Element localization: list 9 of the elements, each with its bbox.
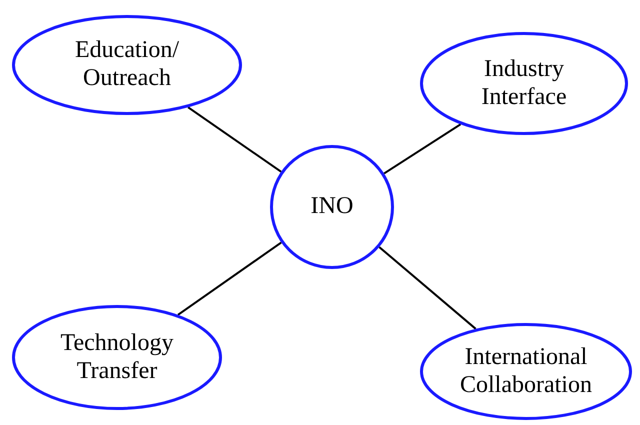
node-label: International Collaboration — [459, 344, 593, 400]
connector-line — [384, 123, 462, 174]
node-label: Education/ Outreach — [74, 37, 180, 93]
connector-line — [188, 106, 282, 173]
node-label: Technology Transfer — [60, 330, 174, 386]
connector-line — [177, 242, 282, 316]
node-label: INO — [310, 193, 354, 221]
node-label: Industry Interface — [480, 56, 568, 112]
connector-line — [378, 246, 476, 330]
